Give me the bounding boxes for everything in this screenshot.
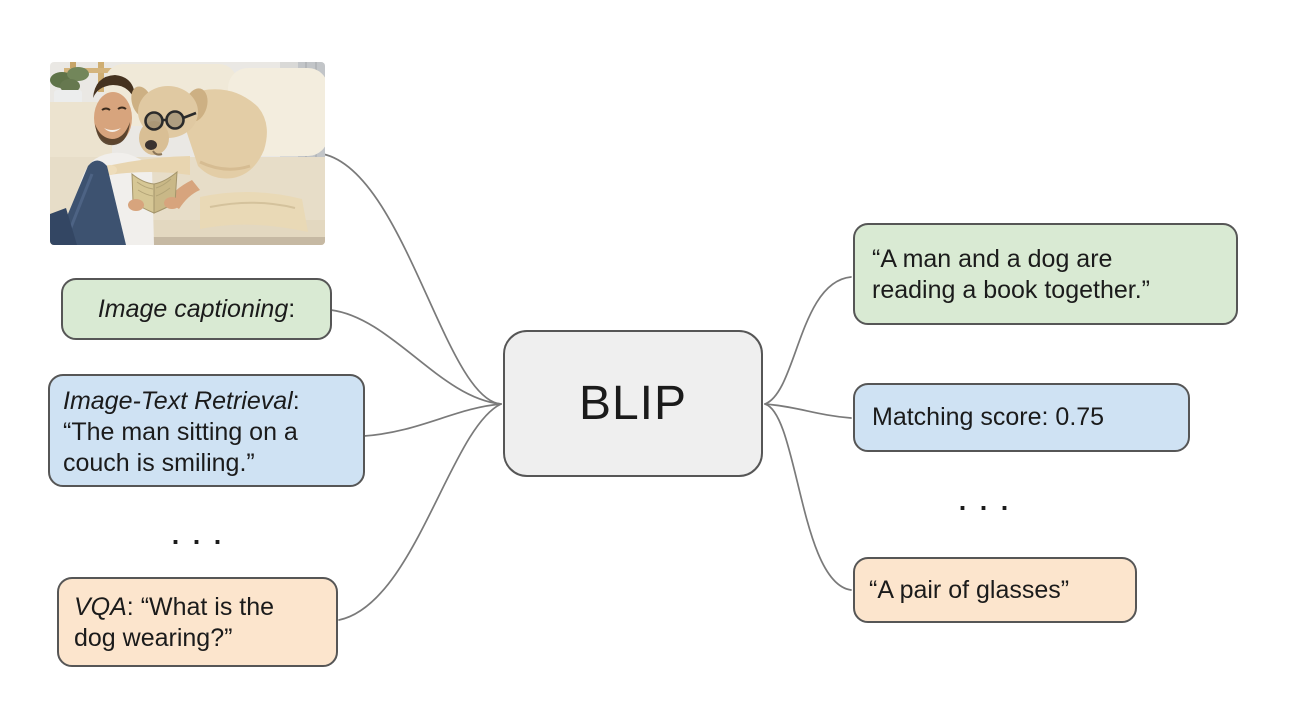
connector-photo-to-blip xyxy=(322,153,502,405)
matching-score-text: Matching score: 0.75 xyxy=(872,403,1105,431)
input-ellipsis: . . . xyxy=(171,520,225,550)
input-box-image-captioning: Image captioning: xyxy=(61,278,332,340)
man-dog-photo-illustration xyxy=(50,62,325,245)
connector-blip-to-caption xyxy=(764,276,852,405)
task-label-image-captioning: Image captioning: xyxy=(97,294,296,323)
output-box-caption: “A man and a dog are reading a book toge… xyxy=(853,223,1238,325)
task-label-image-text-retrieval: Image-Text Retrieval: xyxy=(63,387,300,415)
input-box-image-text-retrieval: Image-Text Retrieval: “The man sitting o… xyxy=(48,374,365,487)
vqa-answer-text: “A pair of glasses” xyxy=(869,575,1070,604)
blip-model-box: BLIP xyxy=(503,330,763,477)
input-photo xyxy=(50,62,325,245)
input-box-vqa: VQA: “What is the dog wearing?” xyxy=(57,577,338,667)
blip-model-label: BLIP xyxy=(578,377,688,430)
output-box-vqa-answer: “A pair of glasses” xyxy=(853,557,1137,623)
connector-blip-to-answer xyxy=(764,403,852,591)
task-label-vqa: VQA: “What is the dog wearing?” xyxy=(74,593,275,652)
connector-blip-to-matching xyxy=(764,403,852,419)
output-box-matching-score: Matching score: 0.75 xyxy=(853,383,1190,452)
retrieval-query-text: “The man sitting on a couch is smiling.” xyxy=(63,418,298,477)
connector-vqa-to-blip xyxy=(338,403,502,621)
output-ellipsis: . . . xyxy=(958,486,1012,516)
caption-output-text: “A man and a dog are reading a book toge… xyxy=(872,245,1150,304)
connector-retrieval-to-blip xyxy=(363,403,502,437)
connector-captioning-to-blip xyxy=(330,309,502,405)
